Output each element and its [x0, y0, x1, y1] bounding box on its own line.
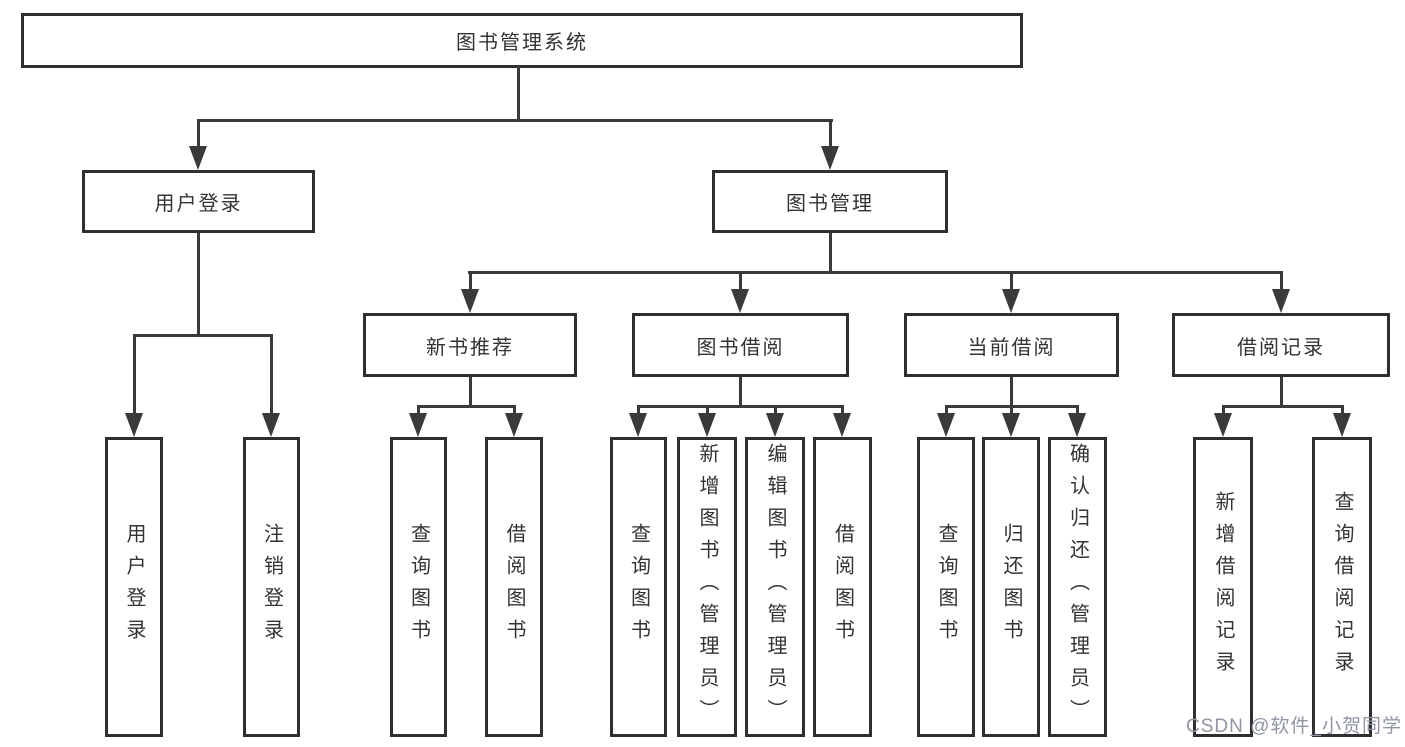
node-root-label: 图书管理系统 [456, 32, 588, 54]
arrowhead-leaf-logout [262, 413, 280, 437]
leaf-newbook-query: 查询图书 [390, 437, 447, 737]
arrowhead-new-book [461, 289, 479, 313]
leaf-record-add-label: 新增借阅记录 [1212, 491, 1234, 683]
connector-drop-cb-confirm [1076, 405, 1079, 417]
node-root: 图书管理系统 [21, 13, 1023, 68]
leaf-record-add: 新增借阅记录 [1193, 437, 1253, 737]
connector-level2-rail [197, 119, 833, 122]
leaf-borrow-add-book: 新增图书（管理员） [677, 437, 737, 737]
node-book-borrow-label: 图书借阅 [696, 336, 785, 359]
connector-drop-cb-return [1010, 405, 1013, 417]
csdn-watermark: CSDN @软件_小贺同学 [1186, 716, 1402, 737]
connector-drop-book-mgmt [829, 119, 832, 151]
connector-root-stem [517, 66, 520, 122]
connector-drop-new-book [469, 271, 472, 295]
connector-drop-borrow-record [1280, 271, 1283, 295]
leaf-borrow-add-book-label: 新增图书（管理员） [696, 443, 718, 731]
connector-drop-nb-query [417, 405, 420, 417]
leaf-borrow-edit-book: 编辑图书（管理员） [745, 437, 805, 737]
leaf-newbook-borrow: 借阅图书 [485, 437, 543, 737]
leaf-newbook-borrow-label: 借阅图书 [503, 523, 525, 651]
arrowhead-nb-query [409, 413, 427, 437]
leaf-record-query-label: 查询借阅记录 [1331, 491, 1353, 683]
connector-level3-rail [468, 271, 1282, 274]
node-book-management: 图书管理 [712, 170, 948, 233]
leaf-borrow-borrow-book: 借阅图书 [813, 437, 872, 737]
connector-drop-leaf-logout [270, 334, 273, 417]
node-user-login-label: 用户登录 [154, 193, 243, 215]
leaf-current-confirm-return-label: 确认归还（管理员） [1066, 443, 1089, 731]
arrowhead-borrow-record [1272, 289, 1290, 313]
node-borrow-record: 借阅记录 [1172, 313, 1390, 377]
leaf-current-confirm-return: 确认归还（管理员） [1048, 437, 1107, 737]
node-book-management-label: 图书管理 [786, 193, 874, 215]
arrowhead-br-query [1333, 413, 1351, 437]
leaf-newbook-query-label: 查询图书 [407, 523, 430, 651]
connector-drop-user-login [197, 119, 200, 151]
node-current-borrow-label: 当前借阅 [967, 336, 1056, 359]
connector-drop-leaf-user-login [133, 334, 136, 417]
arrowhead-br-add [1214, 413, 1232, 437]
connector-new-book-rail [417, 405, 516, 408]
connector-drop-bb-borrow [841, 405, 844, 417]
node-book-borrow: 图书借阅 [632, 313, 849, 377]
arrowhead-bb-edit [766, 413, 784, 437]
connector-borrow-record-rail [1222, 405, 1343, 408]
connector-current-borrow-stem [1010, 377, 1013, 408]
leaf-borrow-borrow-book-label: 借阅图书 [831, 523, 854, 651]
arrowhead-user-login [189, 146, 207, 170]
leaf-logout: 注销登录 [243, 437, 300, 737]
leaf-borrow-query: 查询图书 [610, 437, 667, 737]
node-borrow-record-label: 借阅记录 [1237, 336, 1325, 359]
arrowhead-book-borrow [731, 289, 749, 313]
connector-new-book-stem [469, 377, 472, 408]
arrowhead-bb-add [698, 413, 716, 437]
arrowhead-cb-return [1002, 413, 1020, 437]
leaf-user-login: 用户登录 [105, 437, 163, 737]
node-new-book-recommend-label: 新书推荐 [426, 336, 514, 359]
leaf-borrow-edit-book-label: 编辑图书（管理员） [764, 443, 786, 731]
connector-drop-br-add [1222, 405, 1225, 417]
arrowhead-current-borrow [1002, 289, 1020, 313]
leaf-record-query: 查询借阅记录 [1312, 437, 1372, 737]
connector-borrow-record-stem [1280, 377, 1283, 408]
leaf-logout-label: 注销登录 [260, 523, 283, 651]
node-current-borrow: 当前借阅 [904, 313, 1119, 377]
connector-drop-nb-borrow [513, 405, 516, 417]
leaf-user-login-label: 用户登录 [123, 523, 145, 651]
connector-user-login-stem [197, 233, 200, 336]
arrowhead-bb-borrow [833, 413, 851, 437]
leaf-current-return: 归还图书 [982, 437, 1040, 737]
connector-book-borrow-rail [637, 405, 844, 408]
connector-drop-bb-add [706, 405, 709, 417]
arrowhead-book-mgmt [821, 146, 839, 170]
connector-drop-book-borrow [739, 271, 742, 295]
arrowhead-leaf-user-login [125, 413, 143, 437]
arrowhead-bb-query [629, 413, 647, 437]
leaf-current-query: 查询图书 [917, 437, 975, 737]
connector-drop-bb-query [637, 405, 640, 417]
arrowhead-cb-query [937, 413, 955, 437]
leaf-current-query-label: 查询图书 [935, 523, 957, 651]
arrowhead-cb-confirm [1068, 413, 1086, 437]
connector-drop-bb-edit [774, 405, 777, 417]
node-user-login: 用户登录 [82, 170, 315, 233]
connector-drop-cb-query [945, 405, 948, 417]
connector-book-borrow-stem [739, 377, 742, 408]
connector-drop-br-query [1341, 405, 1344, 417]
leaf-current-return-label: 归还图书 [1000, 523, 1022, 651]
connector-user-login-rail [133, 334, 273, 337]
arrowhead-nb-borrow [505, 413, 523, 437]
connector-book-mgmt-stem [829, 233, 832, 274]
connector-drop-current-borrow [1010, 271, 1013, 295]
leaf-borrow-query-label: 查询图书 [627, 523, 650, 651]
node-new-book-recommend: 新书推荐 [363, 313, 577, 377]
